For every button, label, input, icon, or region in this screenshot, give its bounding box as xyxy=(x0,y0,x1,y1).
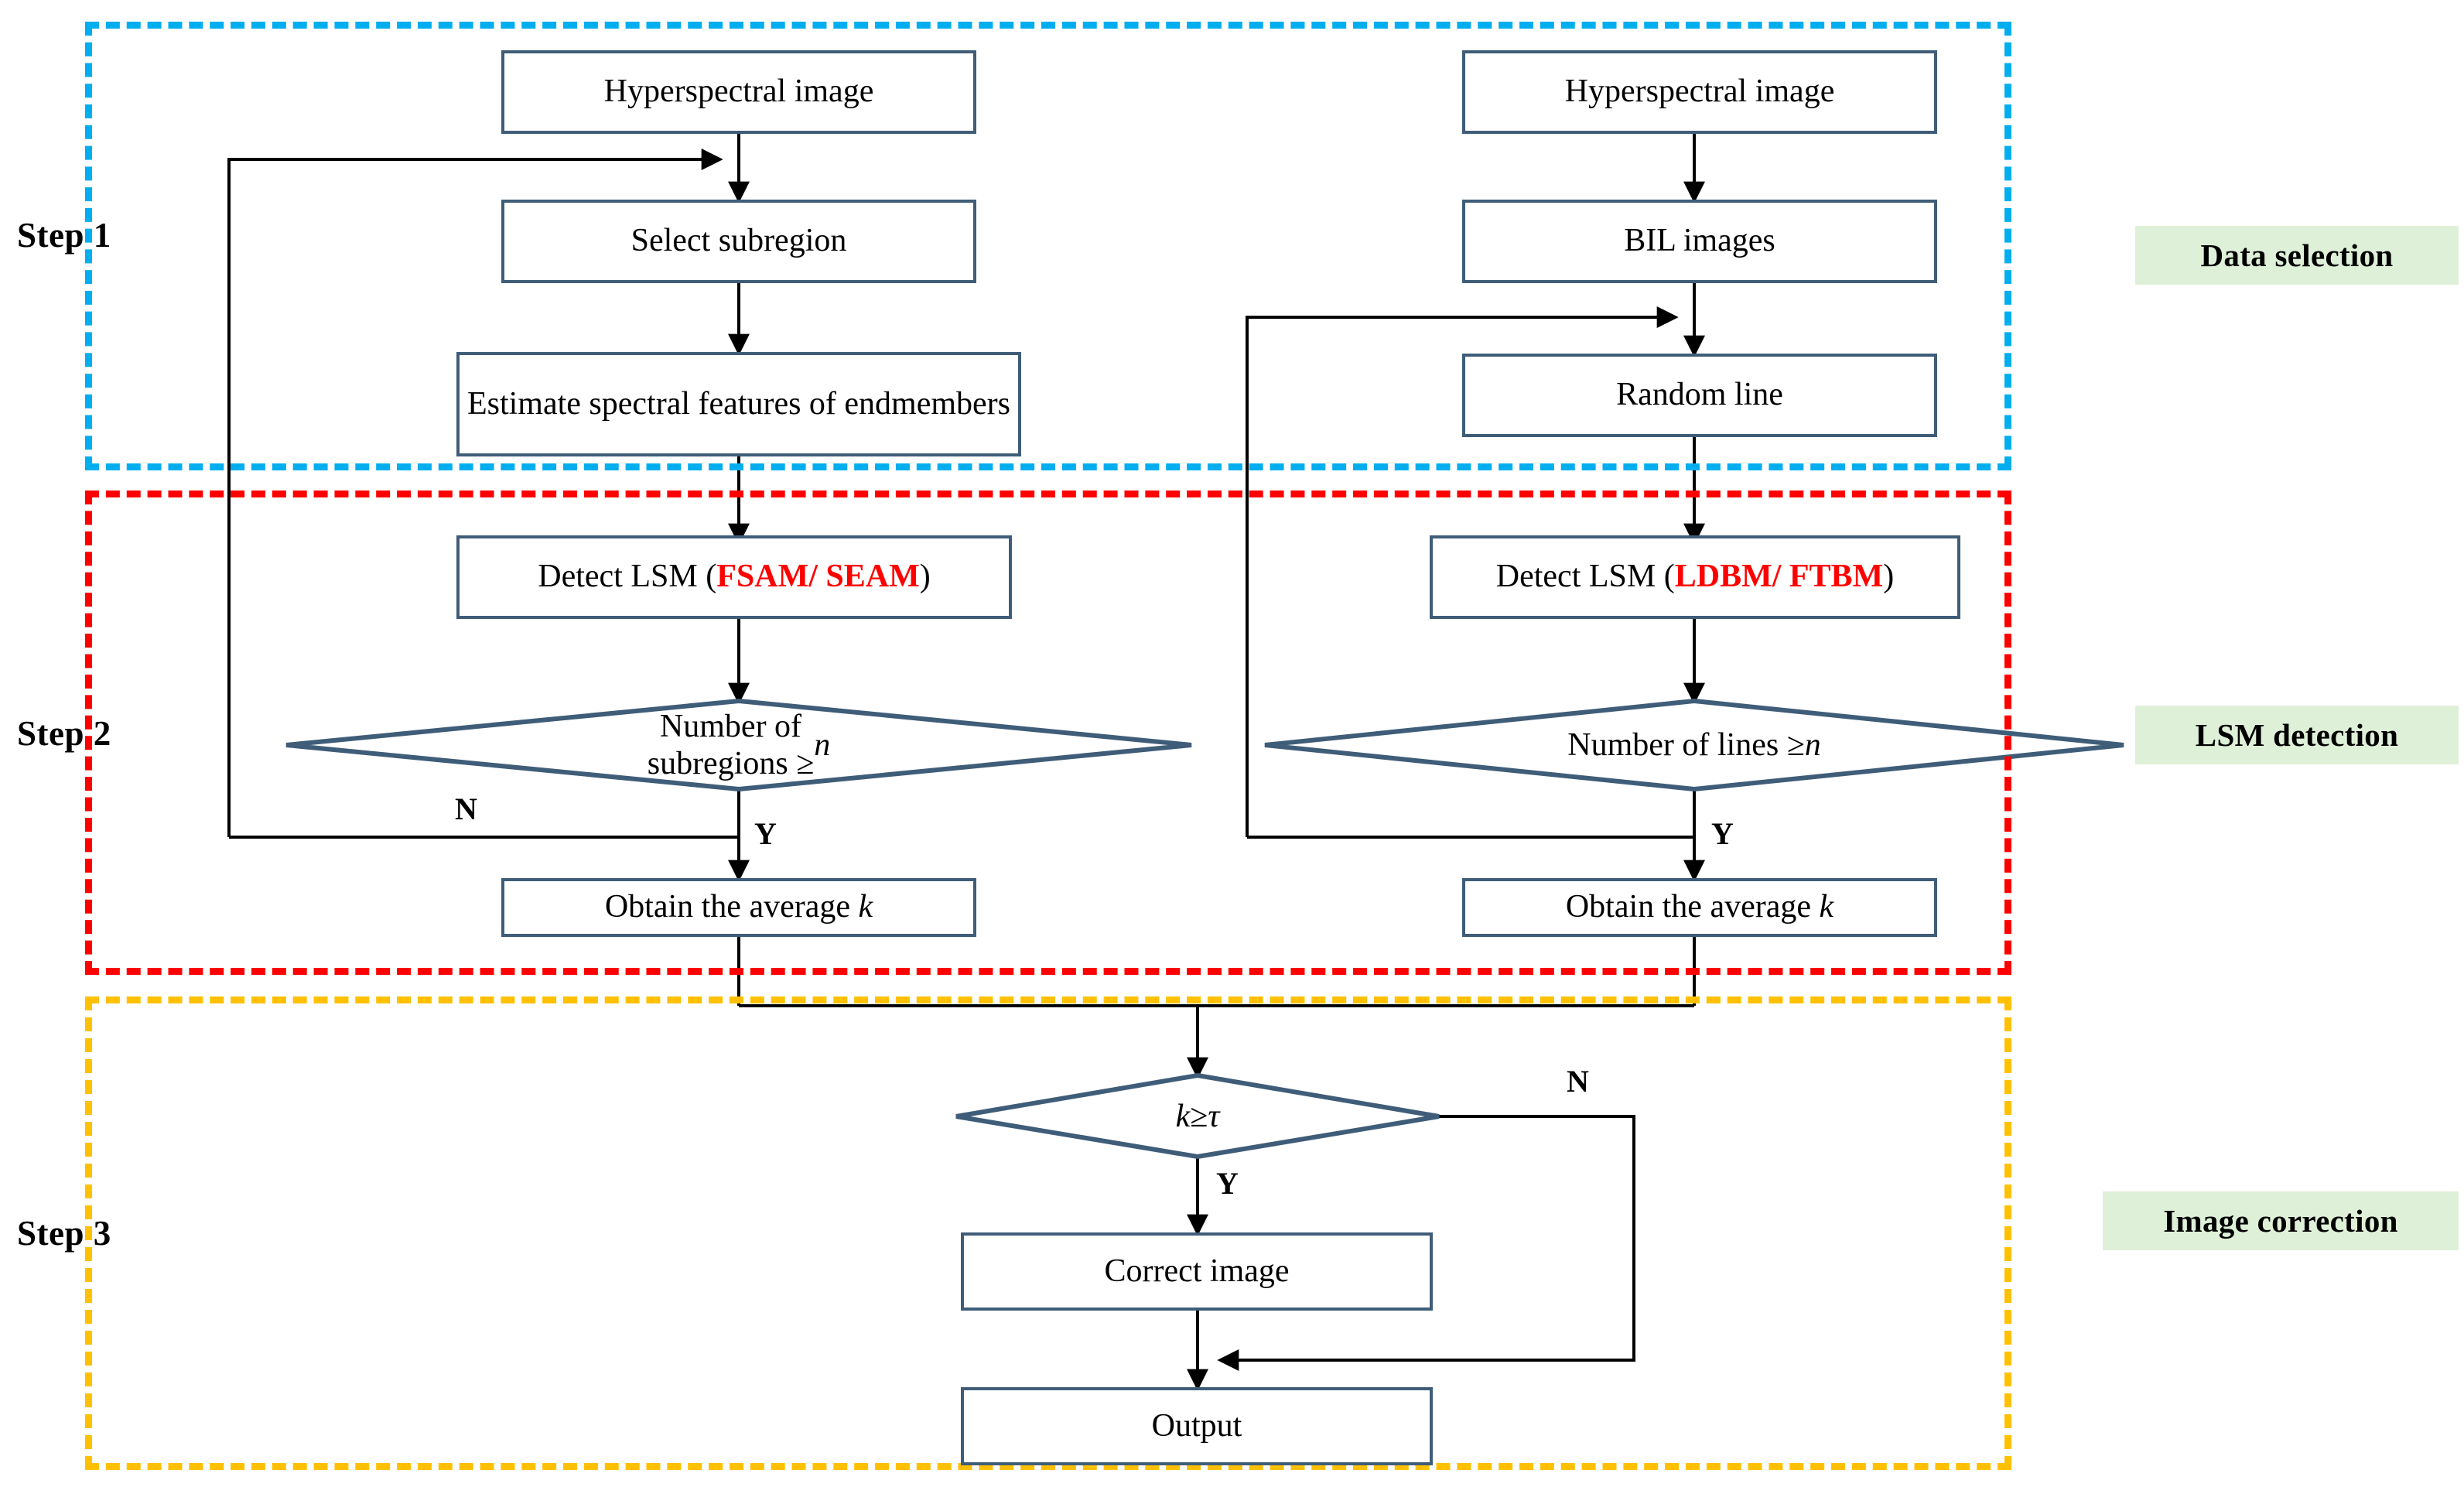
node-left-hyperspectral-image[interactable]: Hyperspectral image xyxy=(501,50,976,134)
node-right-detect-lsm-suffix: ) xyxy=(1883,559,1895,595)
step2-label: Step 2 xyxy=(17,714,111,753)
node-right-detect-lsm[interactable]: Detect LSM (LDBM/ FTBM) xyxy=(1430,535,1960,619)
diamond-lines-count xyxy=(1264,698,2124,792)
node-left-detect-lsm[interactable]: Detect LSM (FSAM/ SEAM) xyxy=(456,535,1012,619)
node-left-select-subregion[interactable]: Select subregion xyxy=(501,200,976,283)
branch-label-bottom-no: N xyxy=(1567,1064,1589,1099)
node-left-detect-lsm-methods: FSAM/ SEAM xyxy=(716,559,920,595)
node-right-random-line[interactable]: Random line xyxy=(1462,354,1937,437)
diamond-subregions-count xyxy=(285,698,1192,792)
node-correct-image[interactable]: Correct image xyxy=(961,1232,1433,1311)
step1-label: Step 1 xyxy=(17,216,111,255)
stage-chip-lsm-detection: LSM detection xyxy=(2135,706,2459,764)
node-right-obtain-average-k[interactable]: Obtain the average k xyxy=(1462,878,1937,937)
node-output[interactable]: Output xyxy=(961,1387,1433,1465)
step3-label: Step 3 xyxy=(17,1214,111,1253)
branch-label-right-yes: Y xyxy=(1711,816,1734,851)
node-left-obtain-average-k-label: Obtain the average k xyxy=(604,889,873,925)
node-right-bil-images[interactable]: BIL images xyxy=(1462,200,1937,283)
stage-chip-data-selection: Data selection xyxy=(2135,226,2459,285)
node-right-obtain-average-k-label: Obtain the average k xyxy=(1565,889,1834,925)
branch-label-bottom-yes: Y xyxy=(1216,1166,1239,1201)
node-left-detect-lsm-prefix: Detect LSM ( xyxy=(538,559,717,595)
node-right-detect-lsm-methods: LDBM/ FTBM xyxy=(1674,559,1884,595)
stage-chip-image-correction: Image correction xyxy=(2103,1191,2459,1250)
branch-label-left-yes: Y xyxy=(754,816,777,851)
branch-label-left-no: N xyxy=(455,791,477,826)
node-left-obtain-average-k[interactable]: Obtain the average k xyxy=(501,878,976,937)
node-left-detect-lsm-suffix: ) xyxy=(919,559,931,595)
node-right-hyperspectral-image[interactable]: Hyperspectral image xyxy=(1462,50,1937,134)
diamond-k-threshold xyxy=(955,1072,1440,1160)
node-right-detect-lsm-prefix: Detect LSM ( xyxy=(1495,559,1675,595)
node-left-estimate-spectral-features[interactable]: Estimate spectral features of endmembers xyxy=(456,352,1021,456)
